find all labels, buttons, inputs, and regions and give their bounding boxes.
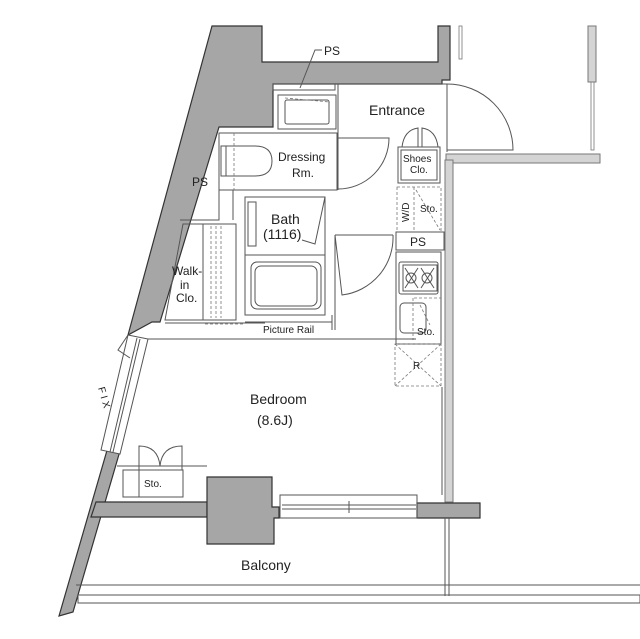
bath-label-2: (1116) xyxy=(263,226,301,242)
interior-lines xyxy=(76,49,640,604)
room-labels: PS Entrance Dressing Rm. Shoes Clo. PS W… xyxy=(95,44,438,573)
sto-wd-label: Sto. xyxy=(420,204,438,215)
entrance-label: Entrance xyxy=(369,102,425,118)
bedroom-label-1: Bedroom xyxy=(250,391,307,407)
walkin-closet-label-1: Walk- xyxy=(172,264,202,278)
walkin-closet-label-3: Clo. xyxy=(176,291,197,305)
wd-label: W/D xyxy=(401,203,412,222)
bedroom-label-2: (8.6J) xyxy=(257,412,293,428)
walkin-closet-label-2: in xyxy=(180,278,189,292)
shoes-closet-label-2: Clo. xyxy=(410,165,428,176)
stove xyxy=(402,264,438,292)
refrigerator-label: R xyxy=(413,361,420,372)
ps-top-label: PS xyxy=(324,44,340,58)
ps-left-label: PS xyxy=(192,175,208,189)
ps-kitchen-label: PS xyxy=(410,235,426,249)
sto-bedroom-label: Sto. xyxy=(144,479,162,490)
partition-walls xyxy=(444,25,601,503)
fix-window-label: FIX xyxy=(95,386,112,413)
bath-label-1: Bath xyxy=(271,211,300,227)
dressing-room-label-1: Dressing xyxy=(278,150,325,164)
sto-kitchen-label: Sto. xyxy=(417,327,435,338)
shoes-closet-label-1: Shoes xyxy=(403,154,431,165)
dressing-room-label-2: Rm. xyxy=(292,166,314,180)
balcony-label: Balcony xyxy=(241,557,291,573)
picture-rail-label: Picture Rail xyxy=(263,325,314,336)
hanger-rail xyxy=(210,226,222,318)
